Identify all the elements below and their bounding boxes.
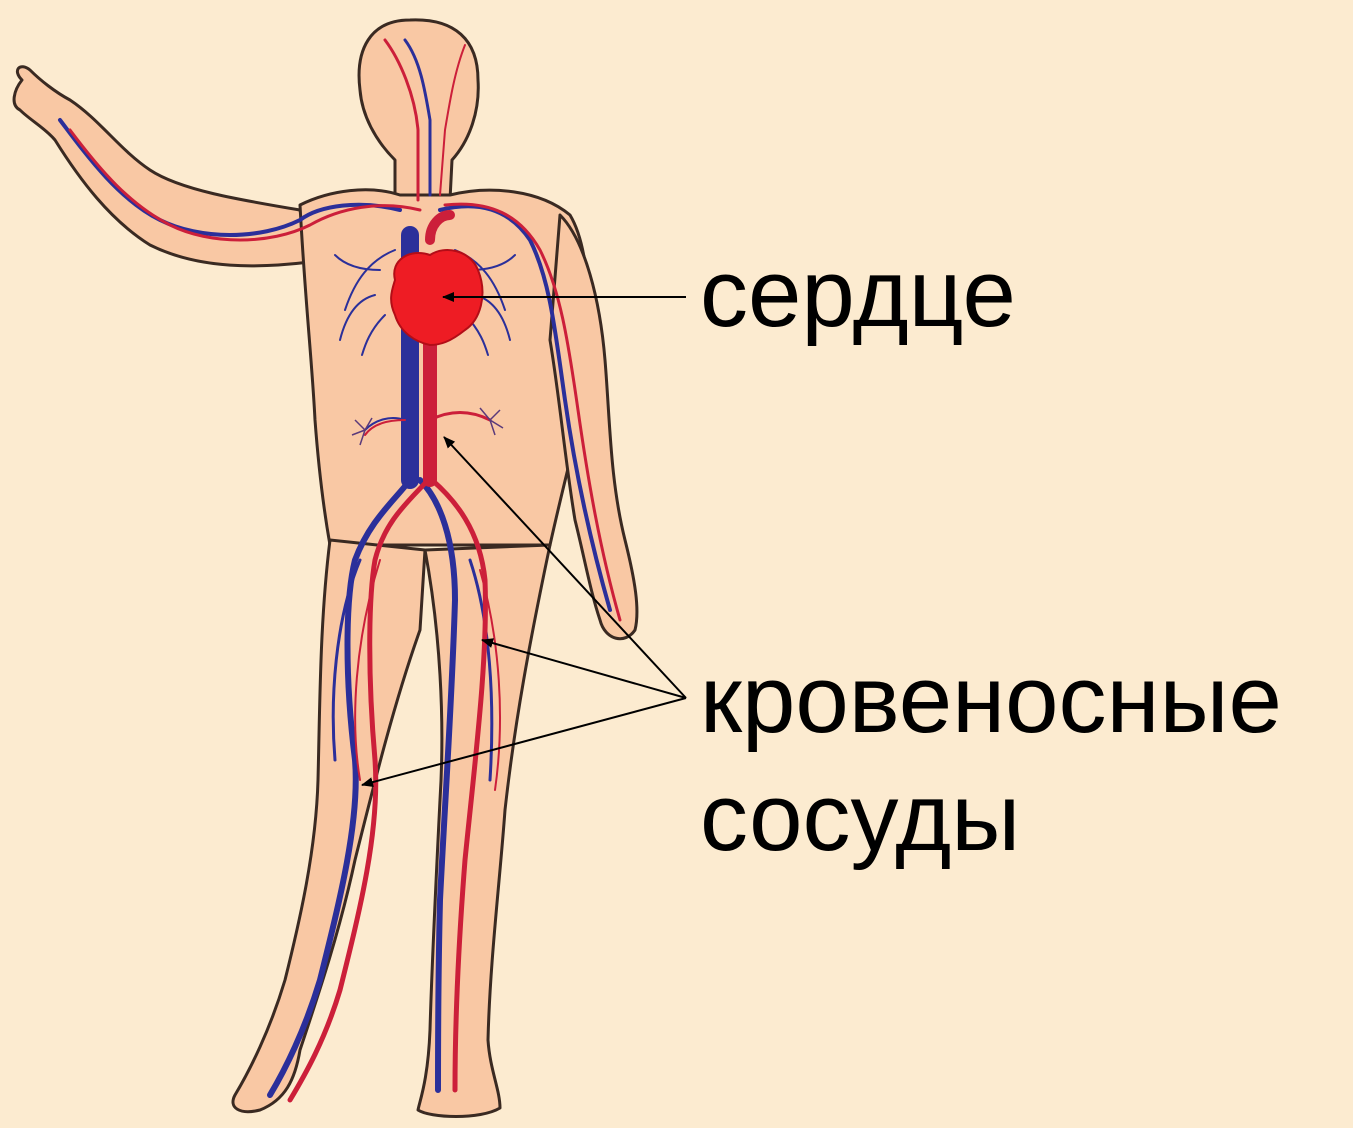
heart-label: сердце xyxy=(700,246,1016,342)
vessels-label-line2: сосуды xyxy=(700,770,1020,866)
vessel-pointer-right-leg xyxy=(362,698,686,785)
vessels-label-line1: кровеносные xyxy=(700,652,1282,748)
